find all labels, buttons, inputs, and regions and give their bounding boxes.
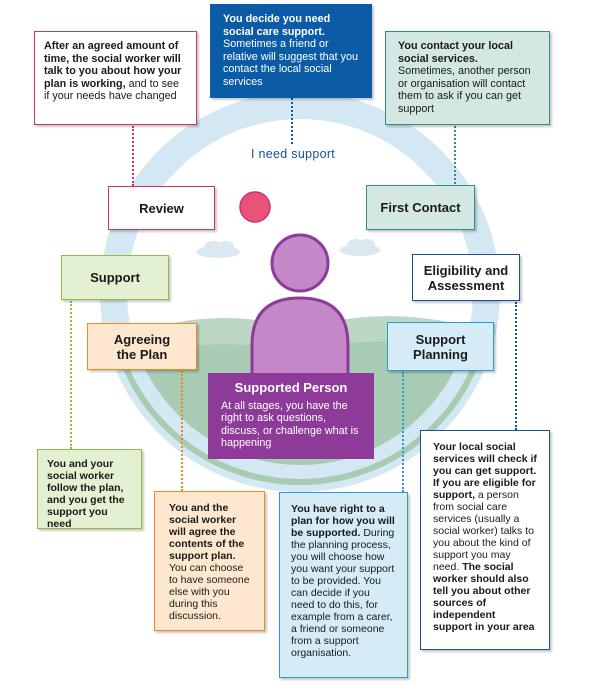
planning-info-bold: You have right to a plan for how you wil…: [291, 503, 395, 539]
review-info-bold: After an agreed amount of time, the soci…: [44, 40, 182, 90]
connector-support: [70, 301, 72, 449]
review-info-text: and to see if your needs have changed: [44, 77, 180, 103]
cloud-left: [196, 241, 240, 258]
supported-person-text: At all stages, you have the right to ask…: [221, 400, 359, 449]
planning-info-text: During the planning process, you will ch…: [291, 527, 395, 659]
connector-planning-v: [402, 372, 404, 492]
review-info-box: After an agreed amount of time, the soci…: [34, 31, 197, 125]
stage-eligibility: Eligibility and Assessment: [412, 254, 520, 301]
connector-eligibility: [515, 302, 517, 430]
contact-info-box: You contact your local social services. …: [385, 31, 550, 125]
decide-box: You decide you need social care support.…: [210, 4, 372, 98]
eligibility-info-bold2: The social worker should also tell you a…: [433, 561, 535, 633]
supported-person-box: Supported Person At all stages, you have…: [208, 373, 374, 459]
sun: [239, 191, 271, 223]
eligibility-info-text: a person from social care services (usua…: [433, 489, 534, 573]
stage-agreeing: Agreeing the Plan: [87, 323, 197, 370]
connector-review: [132, 126, 134, 186]
support-info-box: You and your social worker follow the pl…: [37, 449, 142, 530]
stage-review: Review: [108, 186, 215, 230]
stage-planning: Support Planning: [387, 322, 494, 371]
connector-decide: [291, 98, 293, 144]
decide-bold: You decide you need social care support.: [223, 13, 331, 38]
person-figure: [250, 233, 350, 394]
connector-agree: [181, 371, 183, 491]
supported-person-title: Supported Person: [234, 380, 348, 395]
support-info-bold: You and your social worker follow the pl…: [47, 458, 125, 530]
connector-contact: [454, 126, 456, 184]
planning-info-box: You have right to a plan for how you wil…: [279, 492, 408, 678]
eligibility-info-bold1: Your local social services will check if…: [433, 441, 537, 501]
agree-info-box: You and the social worker will agree the…: [154, 491, 265, 631]
contact-info-bold: You contact your local social services.: [398, 40, 513, 65]
eligibility-info-box: Your local social services will check if…: [420, 430, 550, 650]
agree-info-bold: You and the social worker will agree the…: [169, 502, 245, 562]
cloud-right: [340, 239, 380, 256]
need-support-label: I need support: [250, 147, 336, 161]
stage-first-contact: First Contact: [366, 185, 475, 230]
agree-info-text: You can choose to have someone else with…: [169, 562, 250, 622]
decide-text: Sometimes a friend or relative will sugg…: [223, 38, 359, 88]
stage-support: Support: [61, 255, 169, 300]
contact-info-text: Sometimes, another person or organisatio…: [398, 65, 531, 115]
